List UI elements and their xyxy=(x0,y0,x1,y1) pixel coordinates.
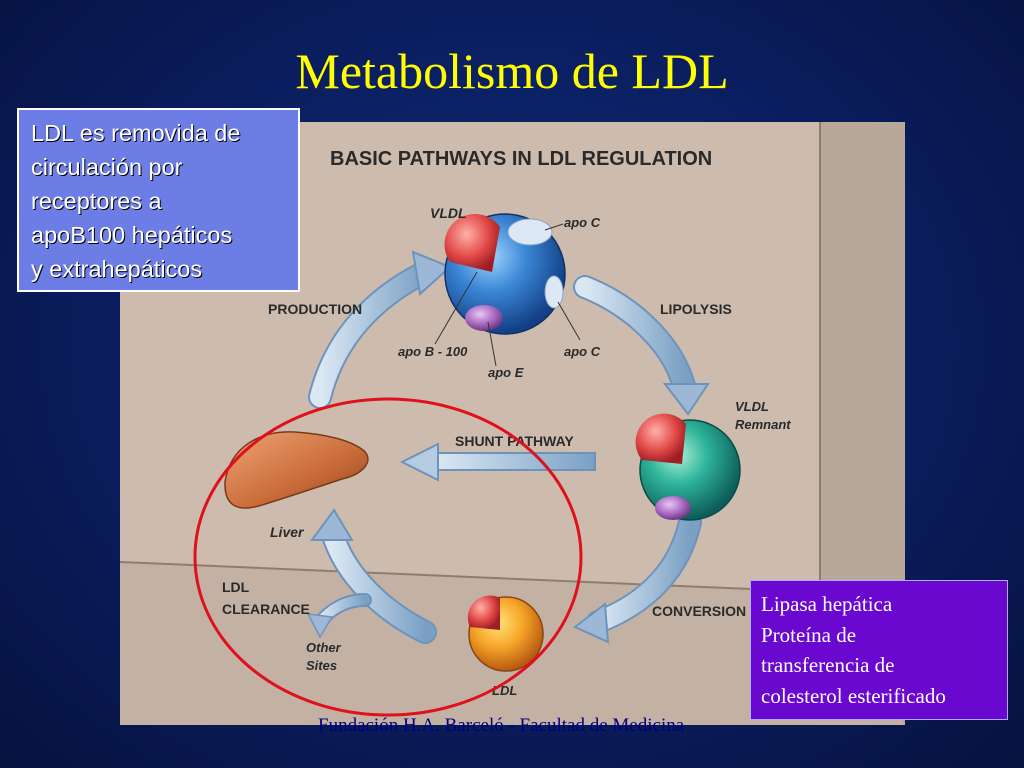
ldl-pathways-figure: BASIC PATHWAYS IN LDL REGULATION xyxy=(120,122,905,725)
callout-left-line: LDL es removida de xyxy=(31,120,241,146)
clearance-arrow xyxy=(310,508,437,644)
apo-c-bottom-label: apo C xyxy=(564,344,601,359)
apo-e-label: apo E xyxy=(488,365,524,380)
production-arrow xyxy=(308,250,452,409)
lipolysis-label: LIPOLYSIS xyxy=(660,301,732,317)
shunt-pathway-label: SHUNT PATHWAY xyxy=(455,433,574,449)
slide-title: Metabolismo de LDL xyxy=(295,43,729,99)
ldl-clearance-label: LDL xyxy=(222,579,250,595)
callout-left-line: receptores a xyxy=(31,188,162,214)
callout-right-line: Lipasa hepática xyxy=(761,592,893,616)
enzymes-callout: Lipasa hepática Proteína de transferenci… xyxy=(750,580,1008,720)
slide-footer: Fundación H.A. Barceló - Facultad de Med… xyxy=(318,715,685,736)
callout-right-line: Proteína de xyxy=(761,622,857,647)
shunt-arrow xyxy=(399,442,596,482)
highlight-circle xyxy=(193,397,583,717)
ldl-clearance-label-2: CLEARANCE xyxy=(222,601,310,617)
apo-b100-label: apo B - 100 xyxy=(398,344,468,359)
vldl-remnant-label: VLDL xyxy=(735,399,769,414)
liver-label: Liver xyxy=(270,524,305,540)
lipolysis-arrow xyxy=(573,275,710,416)
callout-left-line: circulación por xyxy=(31,154,183,180)
other-sites-label-2: Sites xyxy=(306,658,337,673)
ldl-particle xyxy=(467,595,544,672)
vldl-particle xyxy=(434,213,581,367)
conversion-arrow xyxy=(573,510,702,644)
callout-right-line: transferencia de xyxy=(761,653,895,677)
liver-organ xyxy=(224,431,369,509)
ldl-label: LDL xyxy=(492,683,517,698)
other-sites-label: Other xyxy=(306,640,342,655)
vldl-label: VLDL xyxy=(430,205,467,221)
callout-left-line: y extrahepáticos xyxy=(31,256,203,282)
vldl-remnant-label-2: Remnant xyxy=(735,417,791,432)
callout-left-line: apoB100 hepáticos xyxy=(31,222,233,248)
apo-c-top-label: apo C xyxy=(564,215,601,230)
conversion-label: CONVERSION xyxy=(652,603,746,619)
production-label: PRODUCTION xyxy=(268,301,362,317)
callout-right-line: colesterol esterificado xyxy=(761,683,946,708)
vldl-remnant-particle xyxy=(635,413,741,521)
other-sites-arrow xyxy=(306,593,372,639)
diagram-heading: BASIC PATHWAYS IN LDL REGULATION xyxy=(330,148,712,170)
ldl-removal-callout: LDL es removida de circulación por recep… xyxy=(17,108,300,292)
